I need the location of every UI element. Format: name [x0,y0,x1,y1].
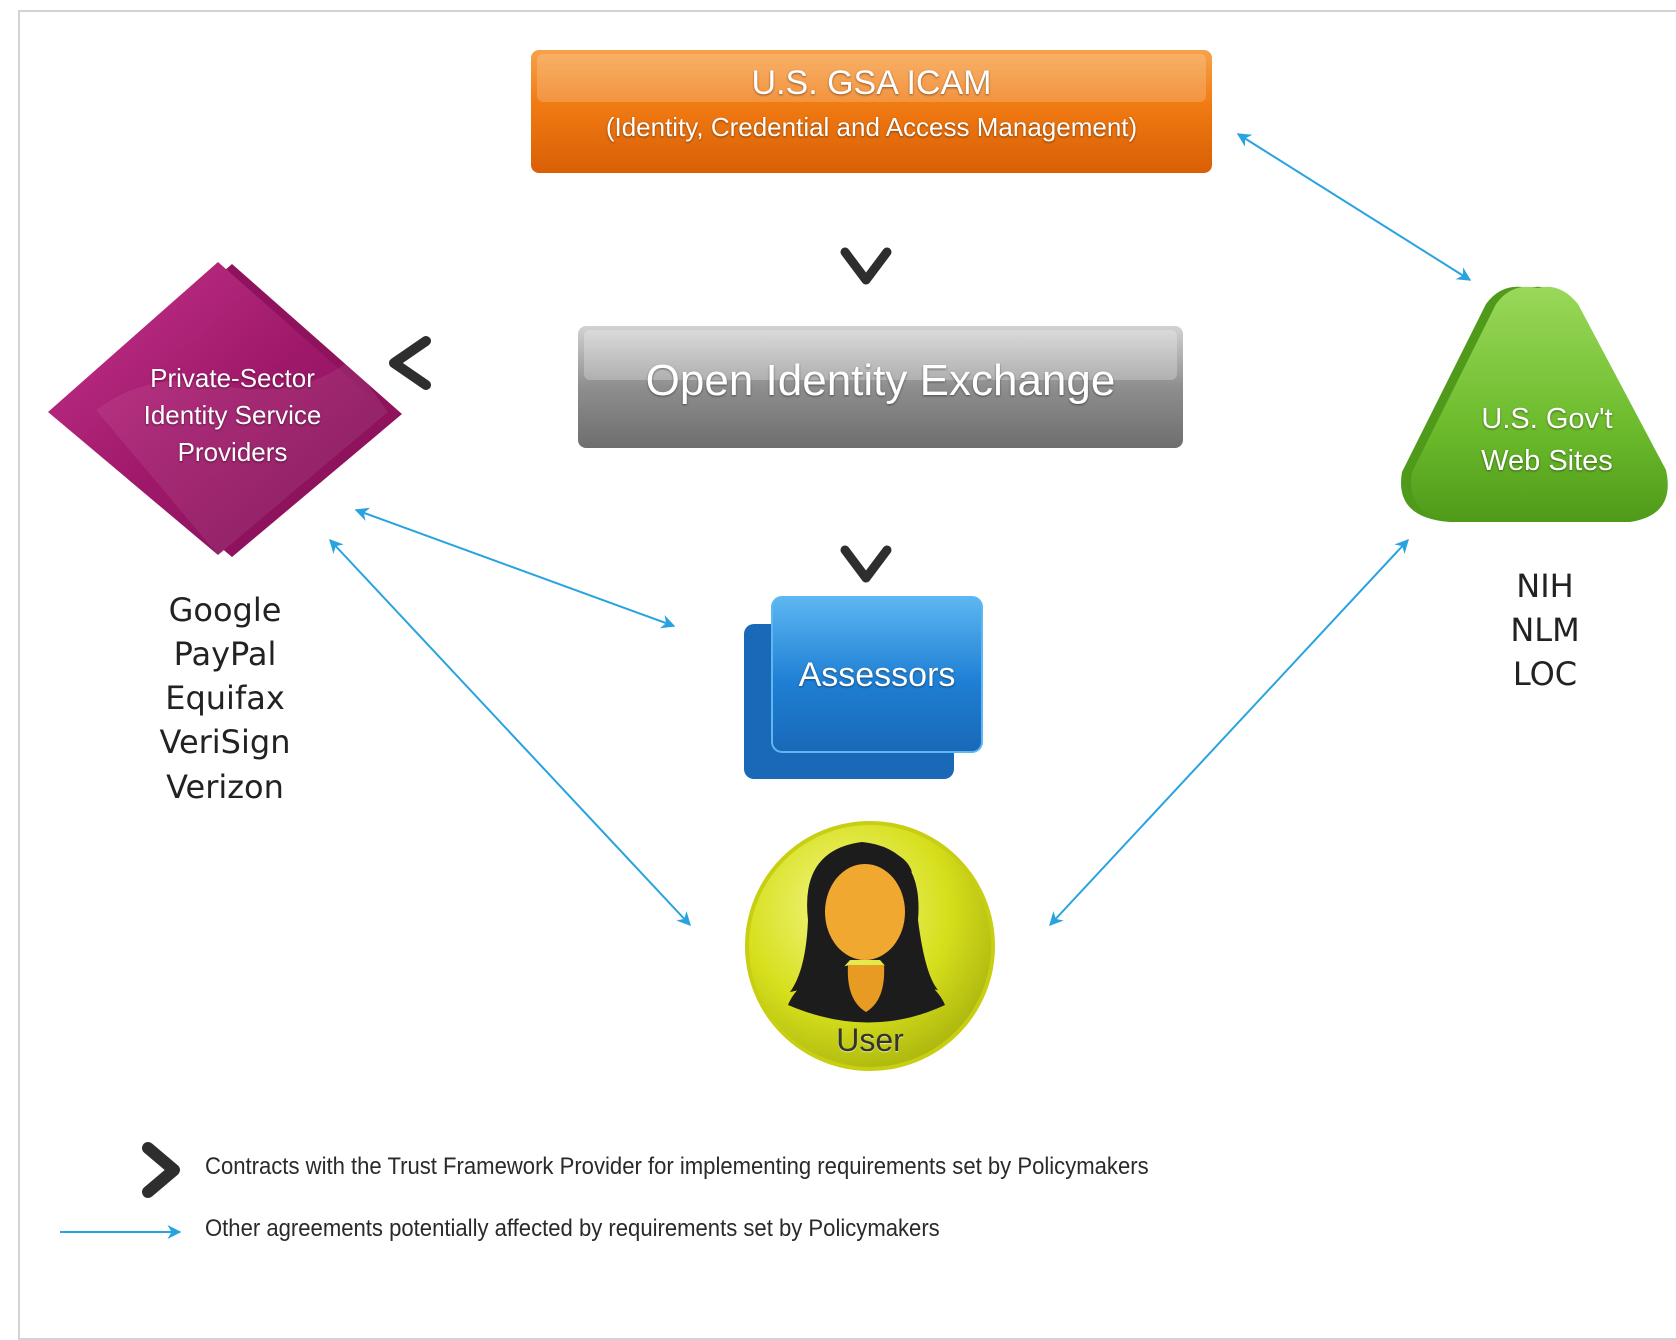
member-paypal: PayPal [173,635,277,674]
icam-subtitle: (Identity, Credential and Access Managem… [605,112,1138,142]
member-equifax: Equifax [165,679,285,718]
assessors-stack [744,596,983,779]
icam-title: U.S. GSA ICAM [751,64,992,102]
private-sector-label-line-1: Private-Sector [150,363,315,393]
member-loc: LOC [1512,655,1578,694]
agreement-arrow-gov-user [1049,538,1409,927]
private-sector-label-line-3: Providers [177,437,288,467]
legend-contracts-text: Contracts with the Trust Framework Provi… [205,1153,1149,1180]
gov-sites-label-line-1: U.S. Gov't [1481,403,1613,435]
gov-sites-members: NIH NLM LOC [1465,564,1625,696]
user-title: User [836,1022,904,1058]
contract-arrow-oix-to-assessors [840,461,892,583]
private-sector-diamond [48,262,402,557]
gov-sites-label-line-2: Web Sites [1481,445,1613,477]
private-sector-label: Private-Sector Identity Service Provider… [100,360,365,471]
agreement-arrow-private-assessors [354,507,676,629]
member-verizon: Verizon [166,767,284,806]
contract-arrow-icam-to-oix [840,191,892,285]
user-avatar-icon [788,842,945,1023]
legend-agreements-text: Other agreements potentially affected by… [205,1215,940,1242]
member-nih: NIH [1516,567,1574,605]
legend-contract-arrow-icon [42,1142,180,1198]
private-sector-label-line-2: Identity Service [143,400,322,430]
assessors-title: Assessors [798,656,956,694]
agreement-arrow-private-user [329,538,691,927]
oix-title: Open Identity Exchange [645,356,1116,405]
gov-sites-label: U.S. Gov't Web Sites [1440,398,1654,482]
agreement-arrow-icam-gov [1236,133,1472,281]
agreement-arrows [329,133,1472,927]
member-google: Google [168,591,282,629]
gov-sites-triangle [1401,286,1668,522]
member-verisign: VeriSign [159,723,291,762]
contract-arrow-oix-to-private [389,336,531,390]
member-nlm: NLM [1510,611,1580,650]
oix-box [578,326,1183,448]
private-sector-members: Google PayPal Equifax VeriSign Verizon [120,588,330,809]
icam-box [531,50,1212,173]
